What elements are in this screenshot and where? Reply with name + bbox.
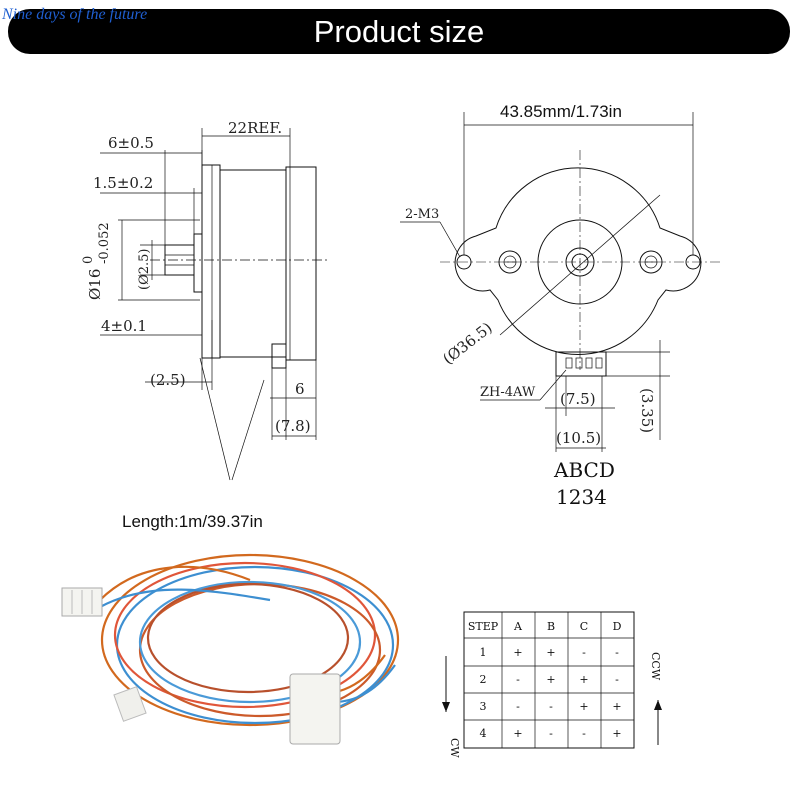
dim-16: Ø16	[86, 269, 104, 300]
motor-body-circle	[454, 167, 702, 355]
pins-letters: ABCD	[553, 458, 615, 482]
table-header: STEP	[468, 620, 499, 633]
cw-arrow-head	[442, 702, 450, 712]
table-header: C	[580, 620, 588, 633]
side-view: 22REF. 6±0.5 1.5±0.2 Ø16 0 -0.052 (Ø2.5)…	[81, 119, 330, 481]
dim-7-5: (7.5)	[560, 390, 596, 408]
front-view: 43.85mm/1.73in 2-M3 (Ø36.5) ZH-4AW (7.5)…	[400, 102, 720, 509]
title-banner: Product size	[8, 9, 790, 54]
mounting-flange	[201, 164, 221, 359]
table-cell: -	[615, 673, 619, 686]
connector-pin-1	[565, 357, 573, 369]
table-cell: -	[582, 727, 586, 740]
boss	[193, 233, 203, 293]
banner-title: Product size	[313, 13, 485, 49]
wire-loop-orange-1	[100, 553, 400, 727]
table-cell: 1	[480, 646, 487, 659]
dim-7-8: (7.8)	[275, 417, 311, 435]
connector-label: ZH-4AW	[480, 385, 536, 400]
table-cell: +	[579, 673, 588, 686]
dim-10-5: (10.5)	[556, 429, 601, 447]
wire-loop-red-2	[146, 582, 350, 694]
cable-connector-right	[289, 673, 341, 745]
table-cell: -	[549, 700, 553, 713]
cable-illustration: Length:1m/39.37in	[61, 512, 400, 745]
table-cell: +	[612, 700, 621, 713]
table-cell: -	[615, 646, 619, 659]
dim-6: 6±0.5	[108, 134, 154, 152]
leader-line-1	[199, 357, 231, 481]
watermark: Nine days of the future	[2, 6, 148, 23]
table-header: B	[547, 620, 555, 633]
table-header: D	[613, 620, 622, 633]
table-cell: +	[612, 727, 621, 740]
table-cell: +	[579, 700, 588, 713]
table-cell: +	[513, 727, 522, 740]
step-table: STEP A B C D 1 + + - - 2 - + + - 3 - - +…	[442, 611, 662, 758]
dim-16-tol-bottom: -0.052	[97, 222, 112, 264]
wire-loop-red-1	[113, 561, 377, 709]
leader-line-2	[231, 379, 265, 481]
table-outline	[463, 611, 635, 749]
cable-length-label: Length:1m/39.37in	[122, 512, 263, 531]
hole-label: 2-M3	[405, 207, 439, 222]
table-cell: 3	[480, 700, 487, 713]
diameter-label: (Ø36.5)	[439, 319, 495, 369]
table-header: A	[513, 620, 523, 633]
diameter-leader	[499, 194, 661, 336]
motor-body-outline	[219, 169, 287, 358]
dim-3-35: (3.35)	[638, 388, 656, 433]
connector	[555, 351, 607, 377]
zip-tie	[113, 686, 147, 722]
table-cell: -	[516, 700, 520, 713]
table-cell: -	[516, 673, 520, 686]
dim-2-5: (2.5)	[150, 371, 186, 389]
table-cell: +	[546, 673, 555, 686]
connector-pin-2	[575, 357, 583, 369]
table-cell: -	[549, 727, 553, 740]
dim-16-tol-top: 0	[81, 256, 96, 264]
wire-loop-blue-2	[138, 580, 362, 704]
dim-6b: 6	[295, 380, 305, 398]
dim-4: 4±0.1	[101, 317, 147, 335]
connector-tab	[271, 343, 287, 369]
width-label: 43.85mm/1.73in	[500, 102, 622, 121]
table-cell: 4	[480, 727, 487, 740]
table-cell: 2	[480, 673, 487, 686]
hole-leader	[439, 221, 461, 258]
pins-numbers: 1234	[556, 485, 607, 509]
wire-lead-1	[99, 565, 251, 601]
connector-leader	[539, 369, 567, 401]
dim-shaft-2-5: (Ø2.5)	[137, 249, 152, 290]
wire-loop-orange-2	[138, 582, 382, 718]
motor-rear-cap	[285, 166, 317, 361]
table-cell: +	[513, 646, 522, 659]
connector-pin-4	[595, 357, 603, 369]
wire-lead-2	[99, 588, 271, 608]
dim-1-5: 1.5±0.2	[93, 174, 153, 192]
cw-label: CW	[448, 738, 461, 758]
ccw-arrow-head	[654, 700, 662, 710]
connector-pin-3	[585, 357, 593, 369]
table-cell: +	[546, 646, 555, 659]
dim-22ref: 22REF.	[228, 119, 282, 137]
table-cell: -	[582, 646, 586, 659]
ccw-label: CCW	[649, 652, 662, 681]
